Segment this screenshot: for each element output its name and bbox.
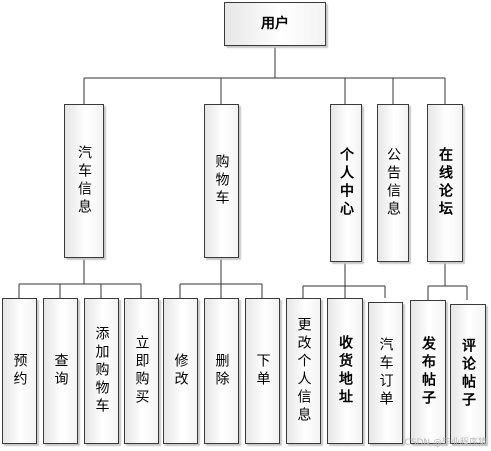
leaf-node-edit-profile-label: 更改个人信息 [295, 317, 312, 425]
category-node-forum-label: 在线论坛 [437, 147, 453, 219]
root-node-label: 用户 [261, 16, 289, 32]
watermark: CSDN @毕业程序猿 [404, 438, 487, 448]
leaf-node-buy-now: 立即购买 [124, 298, 159, 444]
leaf-node-post-topic: 发布帖子 [410, 300, 446, 444]
category-node-personal-center: 个人中心 [330, 104, 362, 262]
leaf-node-delete-label: 删除 [213, 353, 230, 389]
leaf-node-modify: 修改 [163, 298, 198, 444]
leaf-node-shipping-address: 收货地址 [327, 298, 363, 444]
leaf-node-buy-now-label: 立即购买 [133, 335, 150, 407]
leaf-node-query: 查询 [43, 298, 78, 444]
category-node-cart-label: 购物车 [213, 154, 230, 208]
category-node-car-info: 汽车信息 [64, 104, 104, 258]
leaf-node-place-order-label: 下单 [254, 353, 271, 389]
category-node-announcements: 公告信息 [377, 104, 409, 262]
leaf-node-comment-topic-label: 评论帖子 [460, 338, 476, 410]
leaf-node-delete: 删除 [204, 298, 239, 444]
leaf-node-reserve-label: 预约 [11, 353, 28, 389]
leaf-node-reserve: 预约 [2, 298, 37, 444]
leaf-node-modify-label: 修改 [172, 353, 189, 389]
leaf-node-car-orders: 汽车订单 [368, 302, 403, 444]
category-node-car-info-label: 汽车信息 [76, 145, 92, 217]
leaf-node-shipping-address-label: 收货地址 [337, 335, 353, 407]
leaf-node-post-topic-label: 发布帖子 [420, 336, 436, 408]
leaf-node-add-to-cart: 添加购物车 [84, 298, 119, 444]
category-node-announcements-label: 公告信息 [385, 147, 401, 219]
root-node: 用户 [224, 2, 326, 46]
category-node-cart: 购物车 [204, 104, 239, 258]
leaf-node-add-to-cart-label: 添加购物车 [93, 326, 110, 416]
leaf-node-car-orders-label: 汽车订单 [377, 337, 394, 409]
leaf-node-edit-profile: 更改个人信息 [286, 298, 321, 444]
leaf-node-comment-topic: 评论帖子 [450, 304, 486, 444]
leaf-node-place-order: 下单 [245, 298, 280, 444]
leaf-node-query-label: 查询 [52, 353, 69, 389]
category-node-personal-center-label: 个人中心 [338, 147, 354, 219]
category-node-forum: 在线论坛 [427, 104, 463, 262]
